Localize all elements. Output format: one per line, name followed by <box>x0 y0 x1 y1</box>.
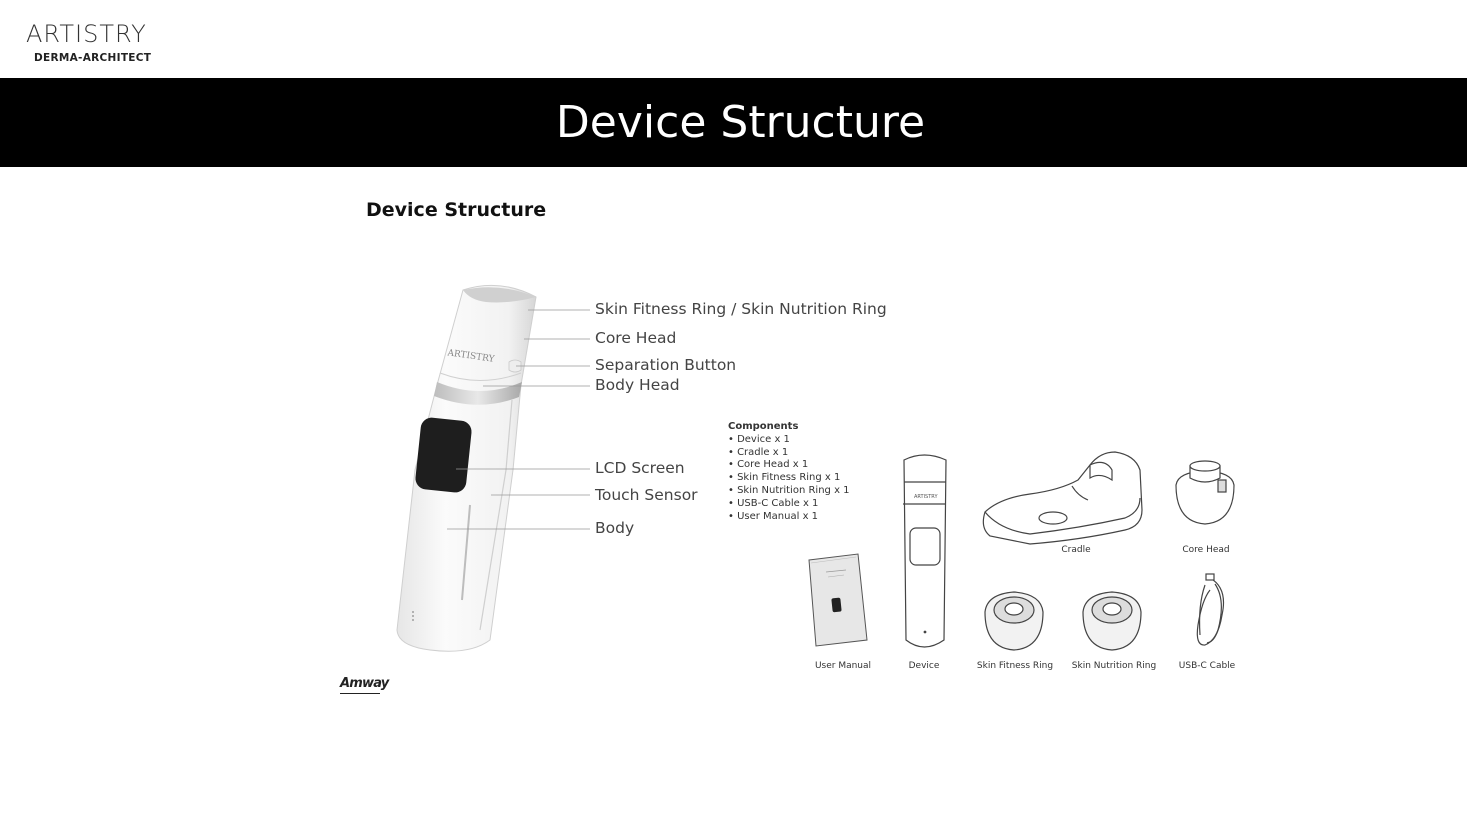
svg-text:ARTISTRY: ARTISTRY <box>914 494 938 500</box>
device-photo: ARTISTRY <box>396 284 537 652</box>
caption-user-manual: User Manual <box>814 661 872 671</box>
callout-lines <box>447 309 590 530</box>
list-item: • Skin Nutrition Ring x 1 <box>728 484 850 496</box>
caption-cradle: Cradle <box>1061 545 1091 555</box>
device-outline-illustration: ARTISTRY <box>903 454 947 648</box>
callout-lcd-screen: LCD Screen <box>595 459 685 477</box>
title-banner: Device Structure <box>0 78 1467 167</box>
callout-body: Body <box>595 519 635 537</box>
core-head-illustration <box>1175 460 1235 525</box>
list-item: • Skin Fitness Ring x 1 <box>728 472 841 484</box>
callout-separation-button: Separation Button <box>595 356 737 374</box>
caption-core-head: Core Head <box>1182 545 1230 555</box>
skin-fitness-ring-illustration <box>984 591 1044 651</box>
caption-skin-fitness-ring: Skin Fitness Ring <box>976 661 1054 671</box>
list-item: • USB-C Cable x 1 <box>728 497 819 509</box>
brand-subtitle: DERMA-ARCHITECT <box>34 52 152 64</box>
list-item: • Cradle x 1 <box>728 446 789 458</box>
components-title: Components <box>728 421 799 432</box>
caption-skin-nutrition-ring: Skin Nutrition Ring <box>1071 661 1157 671</box>
list-item: • Device x 1 <box>728 433 790 445</box>
callout-core-head: Core Head <box>595 329 677 347</box>
caption-usb-c-cable: USB-C Cable <box>1178 661 1236 671</box>
caption-device: Device <box>908 661 940 671</box>
page-title: Device Structure <box>555 97 926 148</box>
skin-nutrition-ring-illustration <box>1082 591 1142 651</box>
user-manual-illustration <box>808 553 868 647</box>
cradle-illustration <box>982 451 1143 545</box>
amway-logo-underline <box>340 693 380 694</box>
components-list: Components • Device x 1 • Cradle x 1 • C… <box>728 421 850 523</box>
amway-logo: Amway <box>340 676 389 691</box>
list-item: • User Manual x 1 <box>728 510 819 522</box>
list-item: • Core Head x 1 <box>728 459 809 471</box>
section-heading: Device Structure <box>366 199 547 221</box>
callout-body-head: Body Head <box>595 376 680 394</box>
brand-logo: ARTISTRY DERMA-ARCHITECT <box>26 20 166 64</box>
brand-name: ARTISTRY <box>26 20 147 48</box>
callout-touch-sensor: Touch Sensor <box>595 486 698 504</box>
usb-c-cable-illustration <box>1196 573 1225 646</box>
callout-skin-ring: Skin Fitness Ring / Skin Nutrition Ring <box>595 300 887 318</box>
